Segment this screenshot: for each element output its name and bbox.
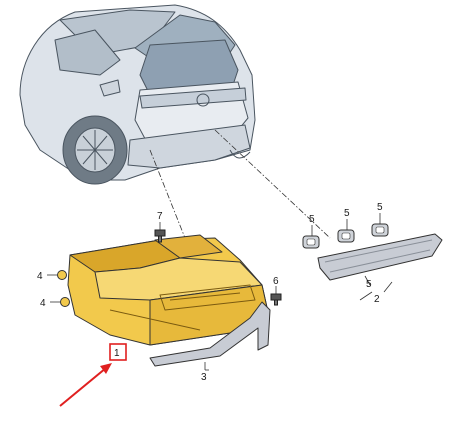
screw-icon[interactable] <box>270 286 282 306</box>
clip-icon[interactable] <box>50 297 70 307</box>
tail-light-assembly[interactable] <box>67 234 269 346</box>
callout-part-4-upper: 4 <box>37 271 43 282</box>
screw-icon[interactable] <box>154 222 166 243</box>
callout-part-6: 6 <box>273 276 279 287</box>
callout-part-5-strip: 5 <box>366 279 372 290</box>
callout-part-2: 2 <box>374 294 380 305</box>
callout-part-1: 1 <box>114 348 120 359</box>
gasket-icon[interactable] <box>337 229 355 243</box>
callout-part-7: 7 <box>157 211 163 222</box>
leader-lines <box>149 129 331 239</box>
car-illustration <box>19 4 256 185</box>
callout-part-5-c: 5 <box>377 202 383 213</box>
reflector-strip[interactable] <box>317 233 443 281</box>
lower-trim-bracket[interactable] <box>149 301 271 370</box>
gasket-icon[interactable] <box>371 223 389 237</box>
clip-icon[interactable] <box>47 270 67 280</box>
callout-part-3: 3 <box>201 372 207 383</box>
red-arrow-icon <box>59 363 112 407</box>
highlight-box <box>109 343 127 361</box>
callout-part-4-lower: 4 <box>40 298 46 309</box>
callout-part-5-b: 5 <box>344 208 350 219</box>
callout-leaders <box>205 213 393 371</box>
callout-part-5-a: 5 <box>309 214 315 225</box>
gasket-icon[interactable] <box>302 235 320 249</box>
